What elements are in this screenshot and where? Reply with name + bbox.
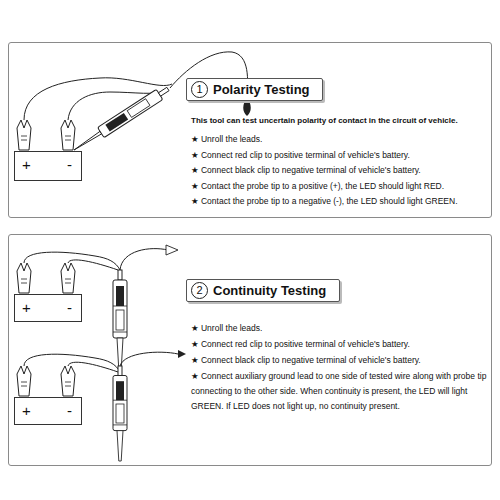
- instruction-bullet: ★ Contact the probe tip to a negative (-…: [191, 194, 491, 209]
- positive-terminal: +: [22, 402, 31, 420]
- battery-symbol: +-: [14, 151, 82, 181]
- instruction-bullet: ★ Connect red clip to positive terminal …: [191, 148, 491, 163]
- instruction-bullet: ★ Connect auxiliary ground lead to one s…: [191, 369, 489, 414]
- instruction-bullet: ★ Connect red clip to positive terminal …: [191, 337, 491, 352]
- negative-terminal: -: [67, 402, 72, 420]
- section-number: 2: [191, 282, 208, 299]
- instruction-bullet: ★ Connect black clip to negative termina…: [191, 163, 491, 178]
- section-number: 1: [191, 81, 208, 98]
- positive-terminal: +: [22, 299, 31, 317]
- instruction-panel: This tool can test uncertain polarity of…: [8, 42, 492, 218]
- section-title-box: 2 Continuity Testing: [186, 279, 340, 302]
- instruction-panel: ★ Unroll the leads.★ Connect red clip to…: [8, 234, 492, 466]
- negative-terminal: -: [67, 299, 72, 317]
- battery-symbol: +-: [14, 397, 82, 425]
- instruction-bullet: ★ Unroll the leads.: [191, 132, 491, 147]
- intro-text: This tool can test uncertain polarity of…: [191, 113, 491, 128]
- battery-symbol: +-: [14, 294, 82, 322]
- negative-terminal: -: [67, 156, 72, 174]
- positive-terminal: +: [22, 156, 31, 174]
- section-title: Continuity Testing: [213, 283, 326, 298]
- instruction-bullet: ★ Contact the probe tip to a positive (+…: [191, 179, 491, 194]
- instruction-bullet: ★ Connect black clip to negative termina…: [191, 353, 491, 368]
- section-title: Polarity Testing: [213, 82, 310, 97]
- instruction-bullet: ★ Unroll the leads.: [191, 321, 491, 336]
- section-title-box: 1 Polarity Testing: [186, 78, 323, 101]
